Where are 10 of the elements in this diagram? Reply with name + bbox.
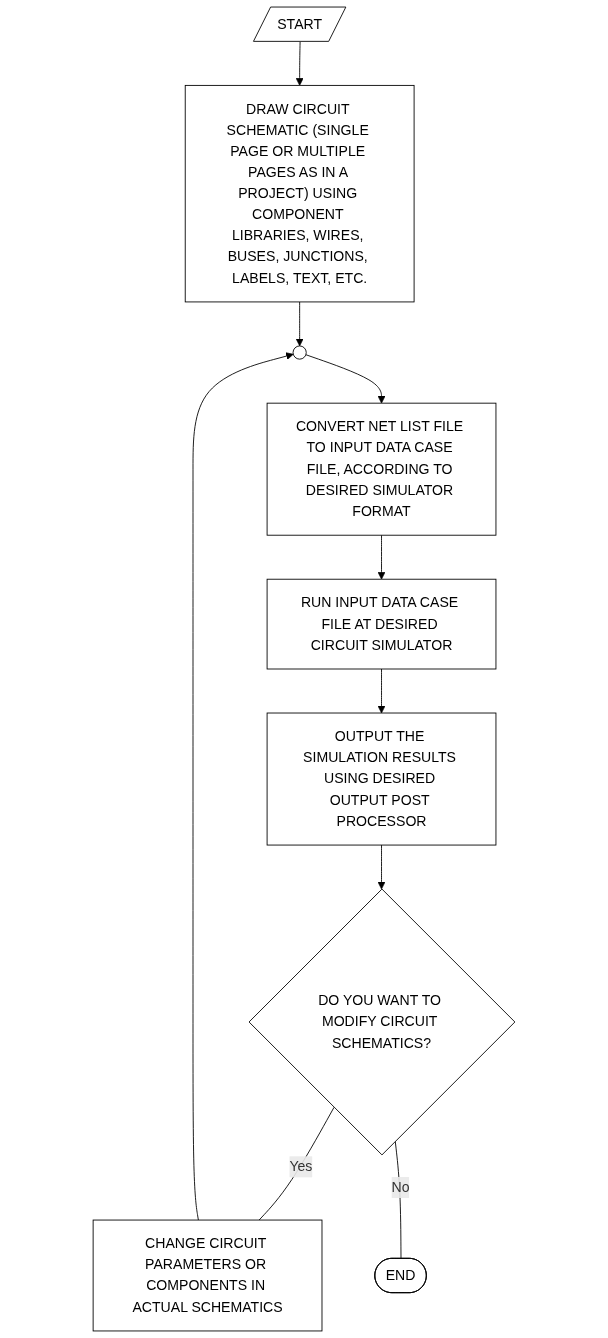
node-box: DRAW CIRCUIT SCHEMATIC (SINGLE PAGE OR MULTIPLE PAGES AS IN A PROJECT) USING COMPONENT LIBRARIES, WIRES, BUSES, JUNCTIONS, LABELS, TEXT, ETC. [184, 84, 415, 303]
node-circle [292, 345, 307, 360]
connector [258, 1106, 335, 1221]
node-box: CHANGE CIRCUIT PARAMETERS OR COMPONENTS IN ACTUAL SCHEMATICS [92, 1219, 323, 1332]
node-box: OUTPUT THE SIMULATION RESULTS USING DESIRED OUTPUT POST PROCESSOR [266, 712, 497, 846]
node-diamond: DO YOU WANT TO MODIFY CIRCUIT SCHEMATICS? [248, 888, 516, 1156]
edge-label: Yes [289, 1158, 313, 1174]
node-box: RUN INPUT DATA CASE FILE AT DESIRED CIRCUIT SIMULATOR [266, 578, 497, 670]
edge-label: No [391, 1179, 410, 1195]
node-box: CONVERT NET LIST FILE TO INPUT DATA CASE FILE, ACCORDING TO DESIRED SIMULATOR FORMAT [266, 402, 497, 536]
